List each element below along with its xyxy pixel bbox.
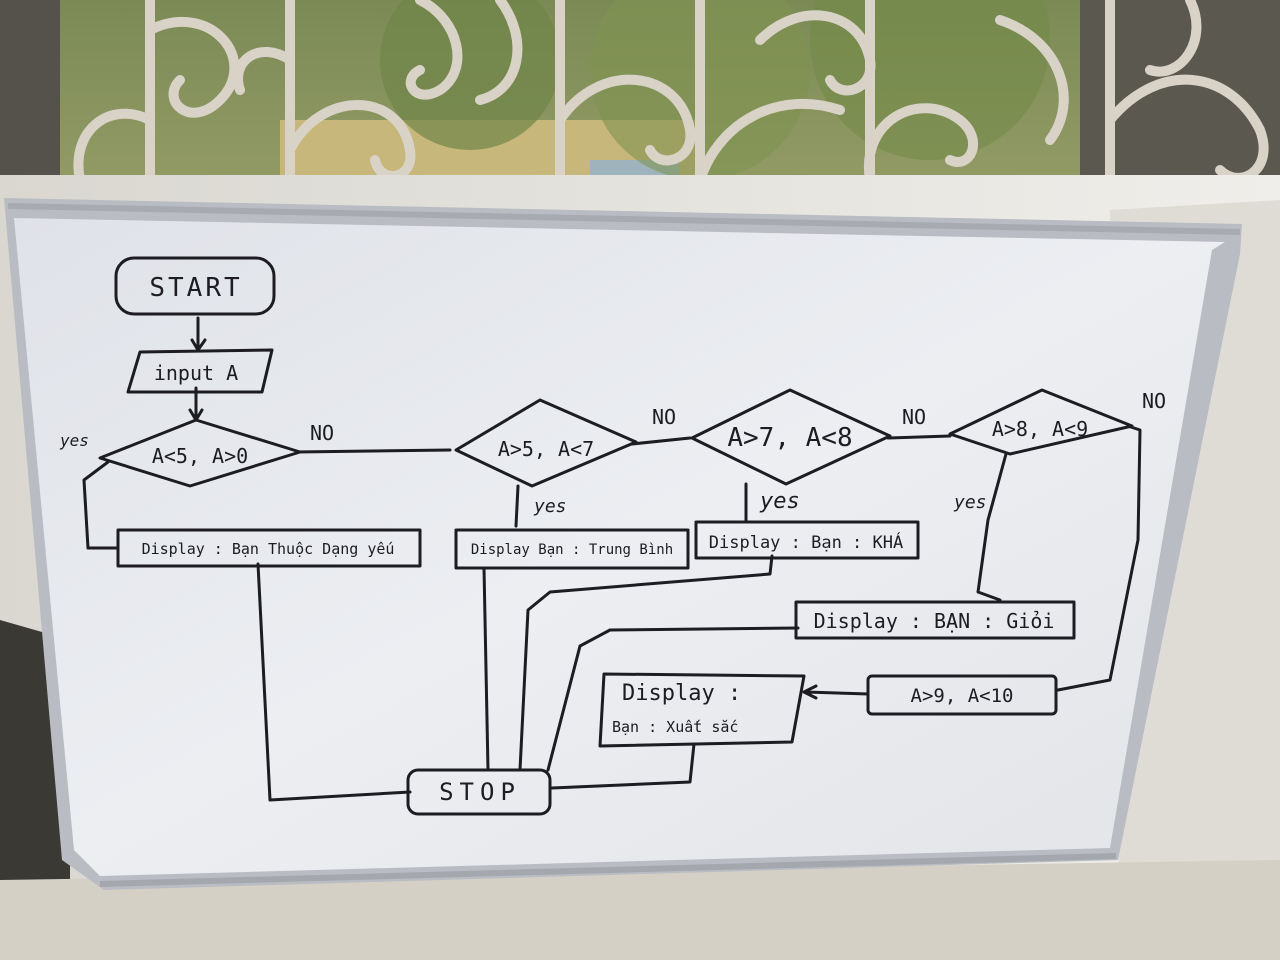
path-kha-to-stop — [518, 554, 774, 772]
flowchart-text: START input A STOP A<5, A>0 A>5, A<7 A>7… — [59, 273, 1166, 806]
path-xuatsac-to-stop — [550, 742, 696, 790]
window-grille — [73, 0, 1269, 215]
yes-path-decision4 — [976, 452, 1008, 602]
decision-2-condition: A>5, A<7 — [498, 437, 594, 461]
whiteboard — [4, 198, 1242, 890]
path-yeu-to-stop — [256, 562, 412, 802]
yes-path-decision2 — [514, 484, 520, 528]
yes-path-decision1 — [82, 460, 120, 550]
arrow-decision5-to-xuatsac — [802, 684, 870, 700]
stop-label: STOP — [439, 778, 521, 806]
decision-4-condition: A>8, A<9 — [992, 417, 1088, 441]
output-xuatsac-line1: Display : — [622, 681, 741, 706]
output-xuatsac-line2: Bạn : Xuất sắc — [612, 718, 738, 736]
output-kha-box — [694, 520, 920, 560]
decision-4-diamond — [948, 388, 1134, 456]
input-parallelogram — [126, 348, 274, 394]
decision-4-yes-label: yes — [953, 492, 987, 513]
input-label: input A — [154, 361, 238, 385]
decision-1-diamond — [98, 418, 302, 488]
decision-2-yes-label: yes — [533, 496, 567, 517]
decision-3-no-label: NO — [902, 405, 926, 429]
decision-1-no-label: NO — [310, 421, 334, 445]
decision-5-box — [866, 674, 1058, 716]
decision-2-no-label: NO — [652, 405, 676, 429]
output-trungbinh-text: Display Bạn : Trung Bình — [471, 542, 673, 558]
flowchart-shapes — [98, 256, 1134, 816]
decision-3-yes-label: yes — [759, 489, 800, 514]
decision-3-diamond — [690, 388, 892, 486]
decision-2-diamond — [454, 398, 638, 488]
output-yeu-text: Display : Bạn Thuộc Dạng yếu — [142, 540, 395, 558]
decision-1-yes-label: yes — [59, 431, 89, 450]
decision-3-condition: A>7, A<8 — [727, 423, 852, 453]
no-path-decision3 — [886, 434, 952, 440]
output-gioi-box — [794, 600, 1076, 640]
start-label: START — [149, 273, 242, 303]
output-xuatsac-box — [598, 672, 806, 748]
no-path-decision1 — [294, 448, 452, 454]
path-gioi-to-stop — [546, 626, 800, 772]
output-gioi-text: Display : BẠN : Giỏi — [814, 609, 1055, 633]
stop-terminal — [406, 768, 552, 816]
path-trungbinh-to-stop — [482, 566, 490, 772]
output-kha-text: Display : Bạn : KHÁ — [709, 531, 903, 553]
decision-5-condition: A>9, A<10 — [911, 685, 1014, 707]
flowchart-connectors — [82, 316, 1142, 802]
start-terminal — [114, 256, 276, 316]
no-path-decision4 — [1056, 424, 1142, 692]
decision-4-no-label: NO — [1142, 389, 1166, 413]
no-path-decision2 — [630, 436, 692, 446]
output-yeu-box — [116, 528, 422, 568]
decision-1-condition: A<5, A>0 — [152, 444, 248, 468]
output-trungbinh-box — [454, 528, 690, 570]
